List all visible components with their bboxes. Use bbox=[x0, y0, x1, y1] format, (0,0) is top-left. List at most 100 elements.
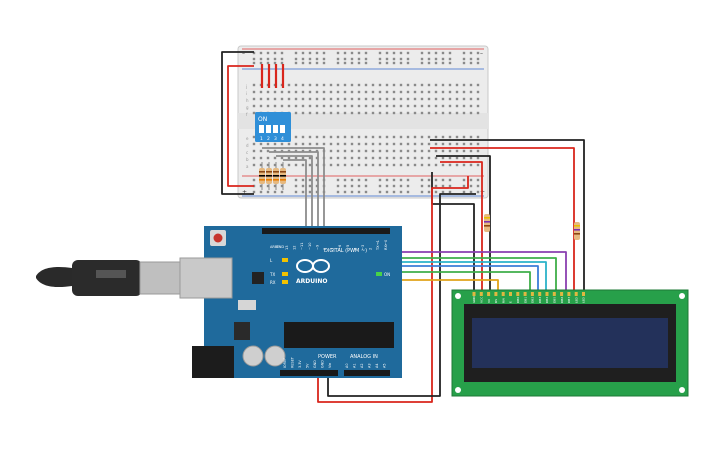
breadboard-hole bbox=[455, 97, 459, 101]
breadboard-hole bbox=[294, 178, 298, 182]
breadboard-hole bbox=[336, 190, 340, 194]
breadboard-hole bbox=[301, 135, 305, 139]
breadboard-hole bbox=[420, 135, 424, 139]
breadboard-hole bbox=[357, 111, 361, 115]
breadboard-hole bbox=[448, 142, 452, 146]
digital-pin-label: ~10 bbox=[308, 242, 312, 250]
breadboard-channel bbox=[238, 113, 488, 129]
dip-toggle-3[interactable] bbox=[273, 125, 278, 133]
row-letter-b: b bbox=[246, 157, 249, 162]
breadboard-hole bbox=[378, 178, 382, 182]
breadboard-hole bbox=[273, 51, 277, 55]
cable-strain-relief bbox=[36, 266, 72, 288]
breadboard-hole bbox=[420, 104, 424, 108]
breadboard-hole bbox=[308, 135, 312, 139]
breadboard-hole bbox=[378, 111, 382, 115]
breadboard-hole bbox=[280, 90, 284, 94]
dip-num-3: 3 bbox=[274, 136, 277, 142]
breadboard-hole bbox=[406, 61, 410, 65]
breadboard-hole bbox=[462, 178, 466, 182]
arduino-uno[interactable]: ARDUINO DIGITAL (PWM ~) POWER ANALOG IN … bbox=[179, 226, 402, 378]
breadboard-hole bbox=[280, 51, 284, 55]
breadboard-hole bbox=[287, 104, 291, 108]
breadboard-hole bbox=[315, 156, 319, 160]
dip-toggle-2[interactable] bbox=[266, 125, 271, 133]
breadboard-hole bbox=[427, 135, 431, 139]
breadboard-hole bbox=[392, 51, 396, 55]
power-header bbox=[280, 370, 338, 376]
breadboard-hole bbox=[378, 90, 382, 94]
lcd-pin-label: DB6 bbox=[560, 297, 564, 303]
lcd-pin-label: V0 bbox=[487, 299, 491, 303]
breadboard-hole bbox=[448, 156, 452, 160]
row-letter-i: i bbox=[246, 91, 247, 96]
breadboard-hole bbox=[280, 57, 284, 61]
breadboard-hole bbox=[406, 90, 410, 94]
breadboard-hole bbox=[392, 190, 396, 194]
analog-label: ANALOG IN bbox=[350, 354, 378, 360]
breadboard-hole bbox=[378, 149, 382, 153]
breadboard-hole bbox=[280, 97, 284, 101]
breadboard-hole bbox=[385, 184, 389, 188]
breadboard-hole bbox=[315, 90, 319, 94]
breadboard-hole bbox=[371, 90, 375, 94]
row-letter-d: d bbox=[246, 143, 249, 148]
breadboard-hole bbox=[350, 149, 354, 153]
digital-pin-label: ~3 bbox=[361, 245, 365, 250]
usb-port[interactable] bbox=[179, 257, 233, 299]
breadboard-hole bbox=[308, 178, 312, 182]
breadboard-hole bbox=[343, 61, 347, 65]
breadboard-hole bbox=[294, 156, 298, 160]
breadboard-hole bbox=[322, 57, 326, 61]
breadboard-hole bbox=[392, 163, 396, 167]
breadboard-hole bbox=[476, 142, 480, 146]
lcd-mount-hole-tr bbox=[679, 293, 685, 299]
breadboard-hole bbox=[294, 163, 298, 167]
breadboard-hole bbox=[406, 178, 410, 182]
breadboard-hole bbox=[448, 149, 452, 153]
analog-pin-label: A3 bbox=[368, 364, 372, 368]
breadboard-hole bbox=[301, 61, 305, 65]
breadboard-hole bbox=[364, 61, 368, 65]
capacitor-1 bbox=[242, 345, 264, 367]
breadboard-hole bbox=[413, 156, 417, 160]
breadboard-hole bbox=[280, 61, 284, 65]
breadboard-hole bbox=[350, 111, 354, 115]
power-pin-label: RESET bbox=[291, 356, 295, 368]
breadboard-hole bbox=[441, 51, 445, 55]
breadboard-hole bbox=[294, 184, 298, 188]
breadboard-hole bbox=[294, 142, 298, 146]
lcd-pin-label: DB2 bbox=[531, 297, 535, 303]
breadboard-hole bbox=[448, 135, 452, 139]
breadboard-hole bbox=[301, 57, 305, 61]
breadboard-hole bbox=[301, 51, 305, 55]
breadboard-hole bbox=[266, 184, 270, 188]
breadboard-hole bbox=[455, 104, 459, 108]
breadboard-hole bbox=[301, 104, 305, 108]
power-jack[interactable] bbox=[192, 346, 234, 378]
breadboard-hole bbox=[441, 90, 445, 94]
breadboard-hole bbox=[294, 83, 298, 87]
breadboard-hole bbox=[357, 61, 361, 65]
reset-button[interactable] bbox=[213, 233, 223, 243]
breadboard-hole bbox=[427, 57, 431, 61]
dip-toggle-1[interactable] bbox=[259, 125, 264, 133]
breadboard-hole bbox=[350, 156, 354, 160]
breadboard-hole bbox=[336, 163, 340, 167]
breadboard-hole bbox=[252, 190, 256, 194]
digital-pin-label: RX←0 bbox=[384, 239, 388, 250]
breadboard-hole bbox=[378, 135, 382, 139]
breadboard-hole bbox=[252, 104, 256, 108]
breadboard-hole bbox=[413, 111, 417, 115]
breadboard-hole bbox=[343, 111, 347, 115]
breadboard-hole bbox=[315, 83, 319, 87]
usb-cable bbox=[36, 260, 187, 296]
breadboard-hole bbox=[462, 97, 466, 101]
dip-switch[interactable]: ON 1 2 3 4 bbox=[255, 112, 291, 142]
breadboard-hole bbox=[294, 190, 298, 194]
breadboard-hole bbox=[385, 135, 389, 139]
dip-toggle-4[interactable] bbox=[280, 125, 285, 133]
breadboard-hole bbox=[399, 163, 403, 167]
breadboard-hole bbox=[315, 163, 319, 167]
